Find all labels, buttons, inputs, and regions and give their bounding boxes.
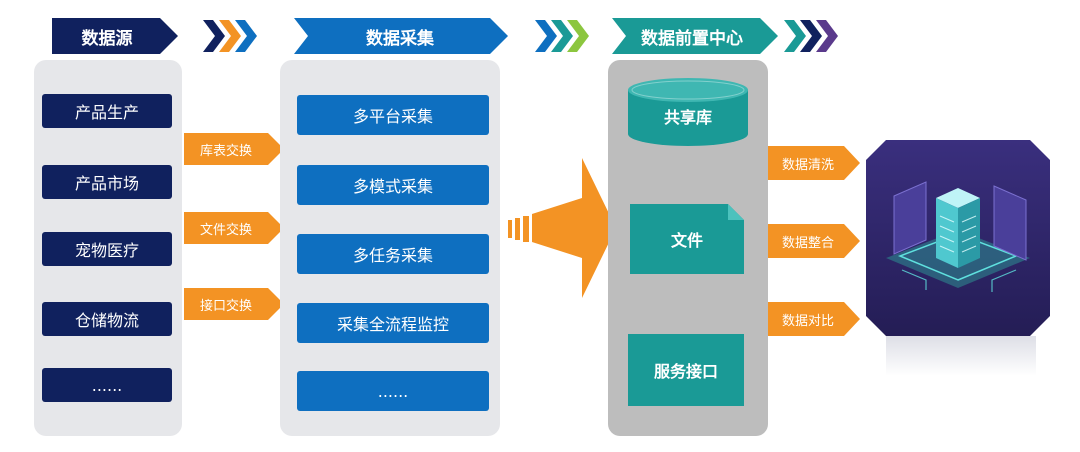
exchange-arrow xyxy=(184,288,284,320)
source-item: 产品市场 xyxy=(42,165,172,199)
source-item: 产品生产 xyxy=(42,94,172,128)
database-cylinder-icon xyxy=(628,78,748,146)
process-label: 数据整合 xyxy=(781,235,834,251)
server-isometric-icon xyxy=(866,140,1050,376)
chevron-right-icon xyxy=(203,20,257,52)
process-label: 数据对比 xyxy=(781,313,834,329)
file-label: 文件 xyxy=(670,231,703,250)
header-source-ribbon xyxy=(52,18,178,54)
chevron-right-icon xyxy=(784,20,838,52)
header-center-label: 数据前置中心 xyxy=(641,28,743,49)
header-collect-ribbon xyxy=(294,18,508,54)
chevron-right-icon xyxy=(535,20,589,52)
db-label: 共享库 xyxy=(663,108,712,127)
collect-item: 采集全流程监控 xyxy=(297,303,489,343)
process-arrow xyxy=(768,146,860,180)
document-icon xyxy=(630,204,744,274)
exchange-arrow xyxy=(184,212,284,244)
collect-item: 多平台采集 xyxy=(297,95,489,135)
source-item: 仓储物流 xyxy=(42,302,172,336)
header-center-ribbon xyxy=(612,18,778,54)
source-item: ...... xyxy=(42,368,172,402)
big-arrow-icon xyxy=(508,158,616,298)
collect-item: ...... xyxy=(297,371,489,411)
header-collect-label: 数据采集 xyxy=(366,28,434,49)
process-arrow xyxy=(768,302,860,336)
collect-item: 多模式采集 xyxy=(297,165,489,205)
exchange-label: 库表交换 xyxy=(199,143,252,159)
exchange-label: 文件交换 xyxy=(199,222,252,238)
header-source-label: 数据源 xyxy=(81,28,133,49)
process-label: 数据清洗 xyxy=(781,157,834,173)
process-arrow xyxy=(768,224,860,258)
api-box: 服务接口 xyxy=(628,334,744,406)
source-item: 宠物医疗 xyxy=(42,232,172,266)
exchange-label: 接口交换 xyxy=(199,298,252,314)
collect-item: 多任务采集 xyxy=(297,234,489,274)
exchange-arrow xyxy=(184,133,284,165)
